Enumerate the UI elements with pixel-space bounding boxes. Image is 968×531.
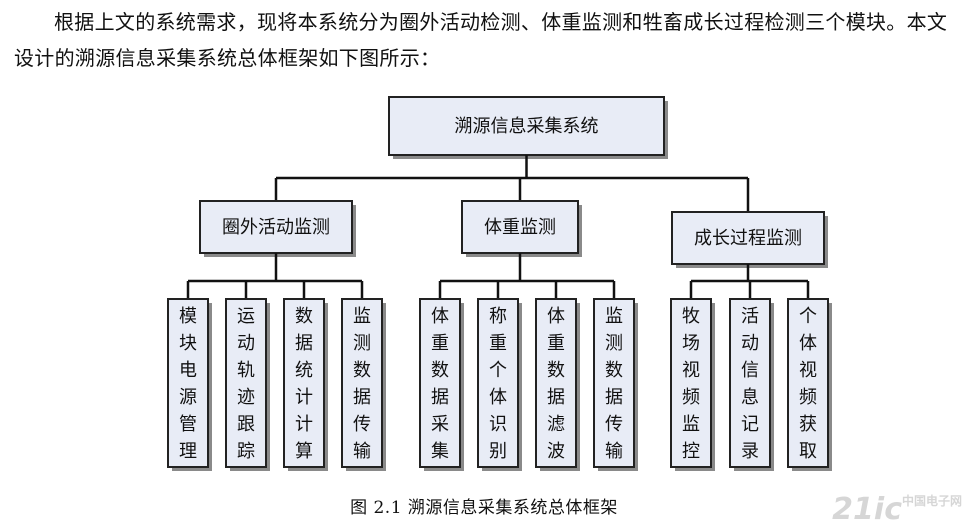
child-box-1-3 [593, 298, 635, 468]
child-char-1-0-1: 重 [431, 333, 449, 354]
child-char-1-1-3: 体 [489, 387, 507, 408]
child-box-0-3 [341, 298, 383, 468]
child-char-1-0-0: 体 [431, 306, 449, 327]
child-char-0-0-1: 块 [179, 333, 197, 354]
child-char-0-3-1: 测 [353, 333, 371, 354]
child-char-1-0-4: 采 [431, 414, 449, 435]
child-char-2-0-2: 视 [682, 360, 700, 381]
child-char-0-1-1: 动 [237, 333, 255, 354]
child-char-1-3-5: 输 [605, 441, 623, 462]
child-char-2-0-3: 频 [682, 387, 700, 408]
child-char-1-2-0: 体 [547, 306, 565, 327]
child-char-2-0-5: 控 [682, 441, 700, 462]
child-char-1-2-4: 滤 [547, 414, 565, 435]
child-box-0-0 [167, 298, 209, 468]
child-char-1-0-5: 集 [431, 441, 449, 462]
child-char-0-1-0: 运 [237, 306, 255, 327]
child-char-0-1-4: 跟 [237, 414, 255, 435]
child-char-0-0-3: 源 [179, 387, 197, 408]
child-char-2-0-0: 牧 [682, 306, 700, 327]
child-char-1-1-1: 重 [489, 333, 507, 354]
child-char-0-3-4: 传 [353, 414, 371, 435]
child-char-0-2-1: 据 [295, 333, 313, 354]
child-box-2-2 [787, 298, 829, 468]
child-char-1-1-0: 称 [489, 306, 507, 327]
child-char-0-0-5: 理 [179, 441, 197, 462]
child-char-2-1-1: 动 [741, 333, 759, 354]
child-char-2-1-4: 记 [741, 414, 759, 435]
child-char-1-2-5: 波 [547, 441, 565, 462]
child-char-1-1-4: 识 [489, 414, 507, 435]
child-box-0-1 [225, 298, 267, 468]
child-char-2-2-0: 个 [799, 306, 817, 327]
child-char-1-1-2: 个 [489, 360, 507, 381]
child-char-2-2-4: 获 [799, 414, 817, 435]
child-char-0-1-2: 轨 [237, 360, 255, 381]
child-char-0-2-5: 算 [295, 441, 313, 462]
child-char-2-0-4: 监 [682, 414, 700, 435]
root-box [388, 96, 665, 156]
child-char-0-3-5: 输 [353, 441, 371, 462]
child-char-0-0-4: 管 [179, 414, 197, 435]
child-char-0-3-3: 据 [353, 387, 371, 408]
child-char-0-1-5: 踪 [237, 441, 255, 462]
child-char-0-3-2: 数 [353, 360, 371, 381]
branch-label-0: 圈外活动监测 [222, 217, 330, 238]
child-char-2-1-2: 信 [741, 360, 759, 381]
child-char-1-3-2: 数 [605, 360, 623, 381]
branch-box-1 [461, 200, 579, 254]
child-char-2-2-3: 频 [799, 387, 817, 408]
child-char-0-2-0: 数 [295, 306, 313, 327]
child-box-2-1 [729, 298, 771, 468]
branch-label-1: 体重监测 [484, 217, 556, 238]
child-char-1-3-3: 据 [605, 387, 623, 408]
child-char-2-2-5: 取 [799, 441, 817, 462]
child-box-2-0 [670, 298, 712, 468]
figure-caption: 图 2.1 溯源信息采集系统总体框架 [350, 498, 618, 518]
child-char-1-2-2: 数 [547, 360, 565, 381]
child-char-1-3-0: 监 [605, 306, 623, 327]
root-label: 溯源信息采集系统 [455, 116, 599, 137]
child-char-1-3-4: 传 [605, 414, 623, 435]
branch-box-0 [199, 200, 353, 254]
child-char-0-2-2: 统 [295, 360, 313, 381]
child-char-2-2-2: 视 [799, 360, 817, 381]
intro-text: 根据上文的系统需求，现将本系统分为圈外活动检测、体重监测和牲畜成长过程检测三个模… [14, 10, 948, 70]
child-char-1-1-5: 别 [489, 441, 507, 462]
child-char-0-2-3: 计 [295, 387, 313, 408]
child-box-1-0 [419, 298, 461, 468]
intro-paragraph: 根据上文的系统需求，现将本系统分为圈外活动检测、体重监测和牲畜成长过程检测三个模… [14, 4, 958, 76]
child-char-1-0-3: 据 [431, 387, 449, 408]
child-char-1-0-2: 数 [431, 360, 449, 381]
child-char-2-0-1: 场 [682, 333, 700, 354]
child-char-1-2-3: 据 [547, 387, 565, 408]
child-box-0-2 [283, 298, 325, 468]
child-char-0-0-0: 模 [179, 306, 197, 327]
child-char-2-2-1: 体 [799, 333, 817, 354]
child-box-1-2 [535, 298, 577, 468]
branch-label-2: 成长过程监测 [694, 228, 802, 249]
child-char-2-1-5: 录 [741, 441, 759, 462]
child-char-0-1-3: 迹 [237, 387, 255, 408]
child-char-2-1-3: 息 [741, 387, 759, 408]
child-char-1-2-1: 重 [547, 333, 565, 354]
site-watermark: 21ic中国电子网 [832, 492, 962, 527]
child-char-0-3-0: 监 [353, 306, 371, 327]
child-box-1-1 [477, 298, 519, 468]
child-char-2-1-0: 活 [741, 306, 759, 327]
child-char-0-2-4: 计 [295, 414, 313, 435]
child-char-1-3-1: 测 [605, 333, 623, 354]
child-char-0-0-2: 电 [179, 360, 197, 381]
